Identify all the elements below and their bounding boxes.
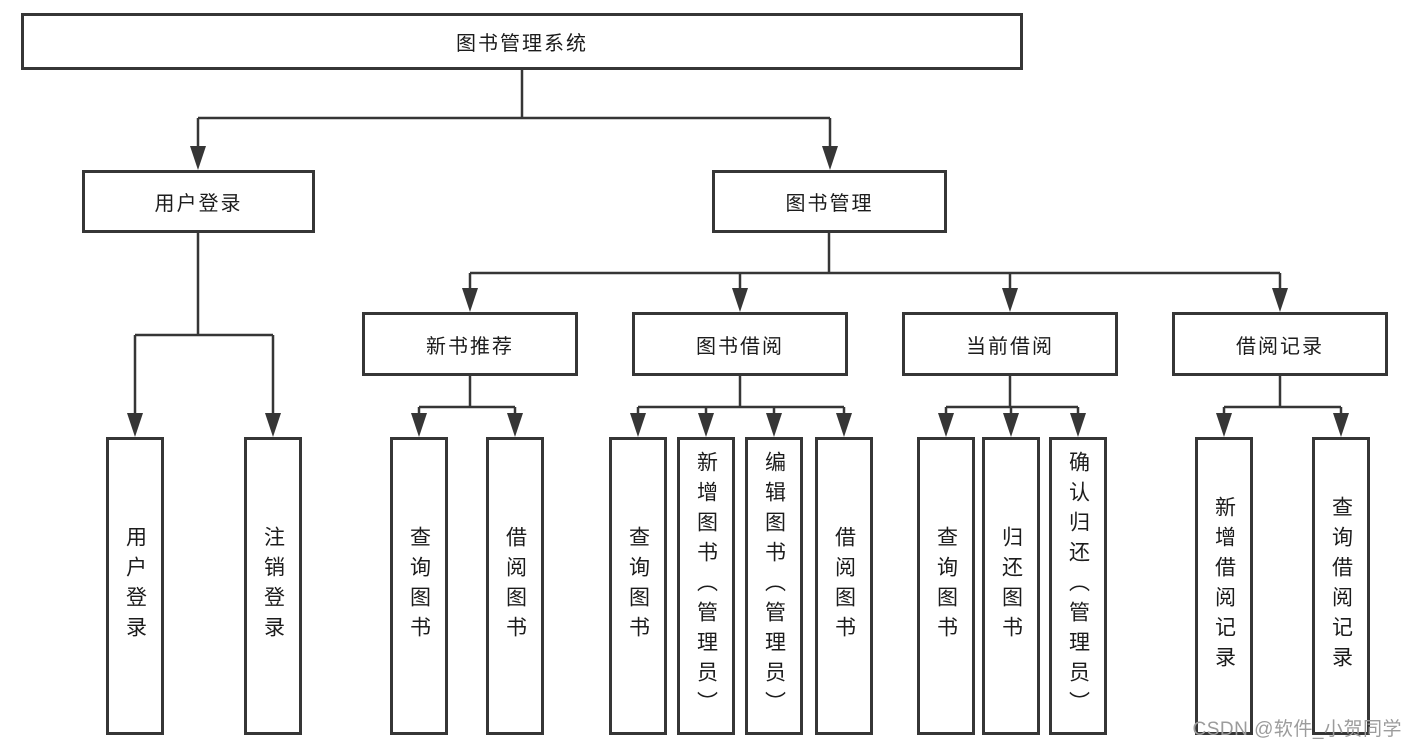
- node-user-login: 用户登录: [82, 170, 315, 233]
- leaf-query-books-recommend: 查询图书: [390, 437, 448, 735]
- leaf-borrow-books: 借阅图书: [815, 437, 873, 735]
- node-borrow-records: 借阅记录: [1172, 312, 1388, 376]
- arrowheads: [127, 146, 1349, 437]
- csdn-watermark: CSDN @软件_小贺同学: [1192, 719, 1402, 740]
- node-book-management: 图书管理: [712, 170, 947, 233]
- leaf-query-borrow-record: 查询借阅记录: [1312, 437, 1370, 735]
- leaf-borrow-books-recommend: 借阅图书: [486, 437, 544, 735]
- leaf-add-book-admin: 新增图书（管理员）: [677, 437, 735, 735]
- leaf-add-borrow-record: 新增借阅记录: [1195, 437, 1253, 735]
- node-book-borrow: 图书借阅: [632, 312, 848, 376]
- leaf-confirm-return-admin: 确认归还（管理员）: [1049, 437, 1107, 735]
- leaf-query-books-borrow: 查询图书: [609, 437, 667, 735]
- leaf-logout: 注销登录: [244, 437, 302, 735]
- leaf-user-login: 用户登录: [106, 437, 164, 735]
- node-new-book-recommend: 新书推荐: [362, 312, 578, 376]
- leaf-return-books: 归还图书: [982, 437, 1040, 735]
- leaf-query-books-current: 查询图书: [917, 437, 975, 735]
- node-current-borrow: 当前借阅: [902, 312, 1118, 376]
- node-library-management-system: 图书管理系统: [21, 13, 1023, 70]
- leaf-edit-book-admin: 编辑图书（管理员）: [745, 437, 803, 735]
